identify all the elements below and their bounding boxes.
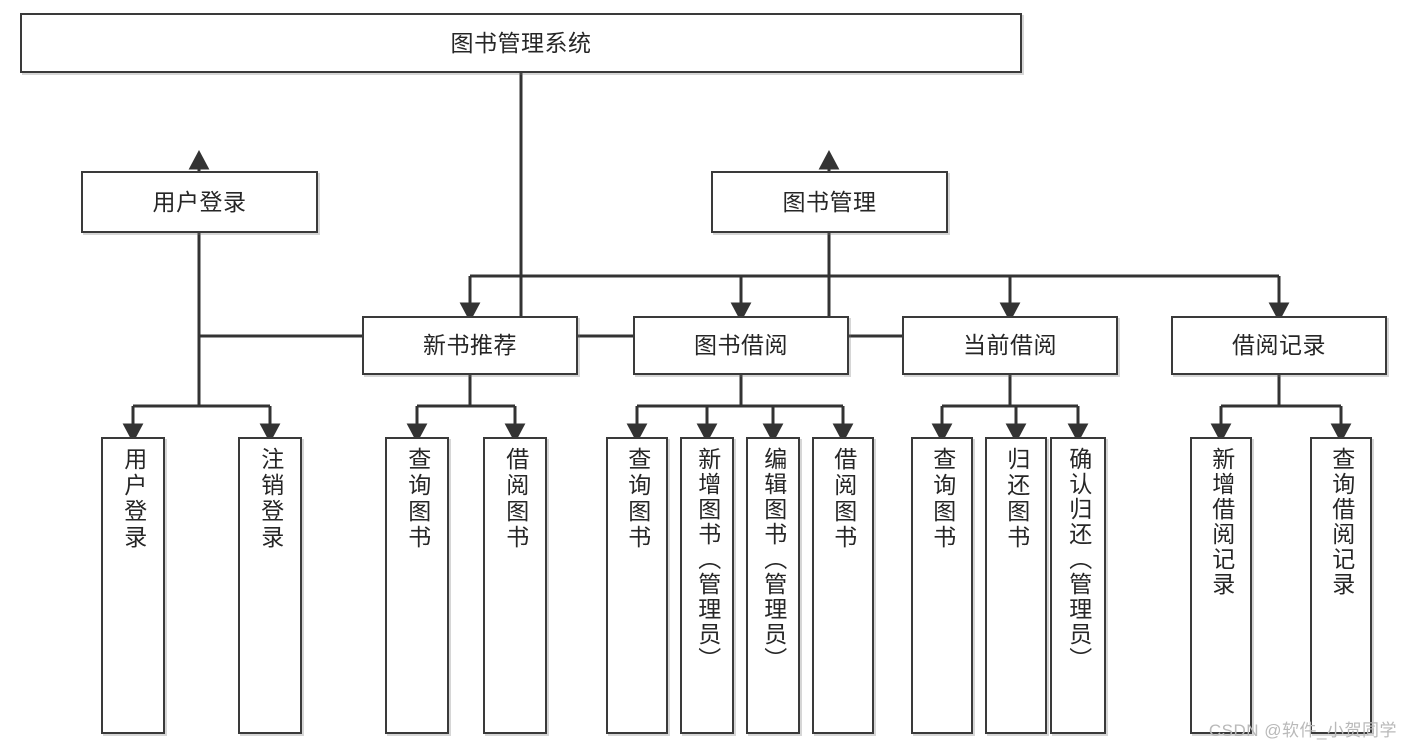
leaf-borrow-book[interactable]: 借阅图书 [812,437,874,734]
leaf-add-borrow-record[interactable]: 新增借阅记录 [1190,437,1252,734]
node-label: 确认归还（管理员） [1065,447,1092,672]
node-label: 图书管理系统 [450,29,592,56]
leaf-return-book[interactable]: 归还图书 [985,437,1047,734]
node-label: 用户登录 [152,188,247,215]
node-label: 图书管理 [782,188,877,215]
node-label: 借阅图书 [830,447,857,551]
node-label: 新增图书（管理员） [694,447,721,672]
leaf-query-book-current[interactable]: 查询图书 [911,437,973,734]
node-label: 查询图书 [624,447,651,551]
node-label: 图书借阅 [694,332,788,359]
node-label: 查询借阅记录 [1328,447,1355,597]
leaf-add-book-admin[interactable]: 新增图书（管理员） [680,437,734,734]
node-label: 借阅记录 [1232,332,1326,359]
node-user-login[interactable]: 用户登录 [81,171,318,233]
leaf-borrow-book-recommend[interactable]: 借阅图书 [483,437,547,734]
leaf-query-book-recommend[interactable]: 查询图书 [385,437,449,734]
leaf-user-login[interactable]: 用户登录 [101,437,165,734]
node-root-system[interactable]: 图书管理系统 [20,13,1022,73]
leaf-logout[interactable]: 注销登录 [238,437,302,734]
node-label: 查询图书 [404,447,431,551]
node-label: 查询图书 [929,447,956,551]
node-label: 新书推荐 [423,332,517,359]
node-label: 借阅图书 [502,447,529,551]
node-current-borrow[interactable]: 当前借阅 [902,316,1118,375]
leaf-query-borrow-record[interactable]: 查询借阅记录 [1310,437,1372,734]
node-new-book-recommend[interactable]: 新书推荐 [362,316,578,375]
node-book-borrow[interactable]: 图书借阅 [633,316,849,375]
node-borrow-record[interactable]: 借阅记录 [1171,316,1387,375]
node-label: 归还图书 [1003,447,1030,551]
leaf-confirm-return-admin[interactable]: 确认归还（管理员） [1050,437,1106,734]
node-label: 注销登录 [257,447,284,551]
node-label: 用户登录 [120,447,147,551]
node-book-management[interactable]: 图书管理 [711,171,948,233]
node-label: 编辑图书（管理员） [760,447,787,672]
node-label: 当前借阅 [963,332,1057,359]
node-label: 新增借阅记录 [1208,447,1235,597]
leaf-query-book-borrow[interactable]: 查询图书 [606,437,668,734]
leaf-edit-book-admin[interactable]: 编辑图书（管理员） [746,437,800,734]
watermark: CSDN @软件_小贺同学 [1208,721,1397,740]
